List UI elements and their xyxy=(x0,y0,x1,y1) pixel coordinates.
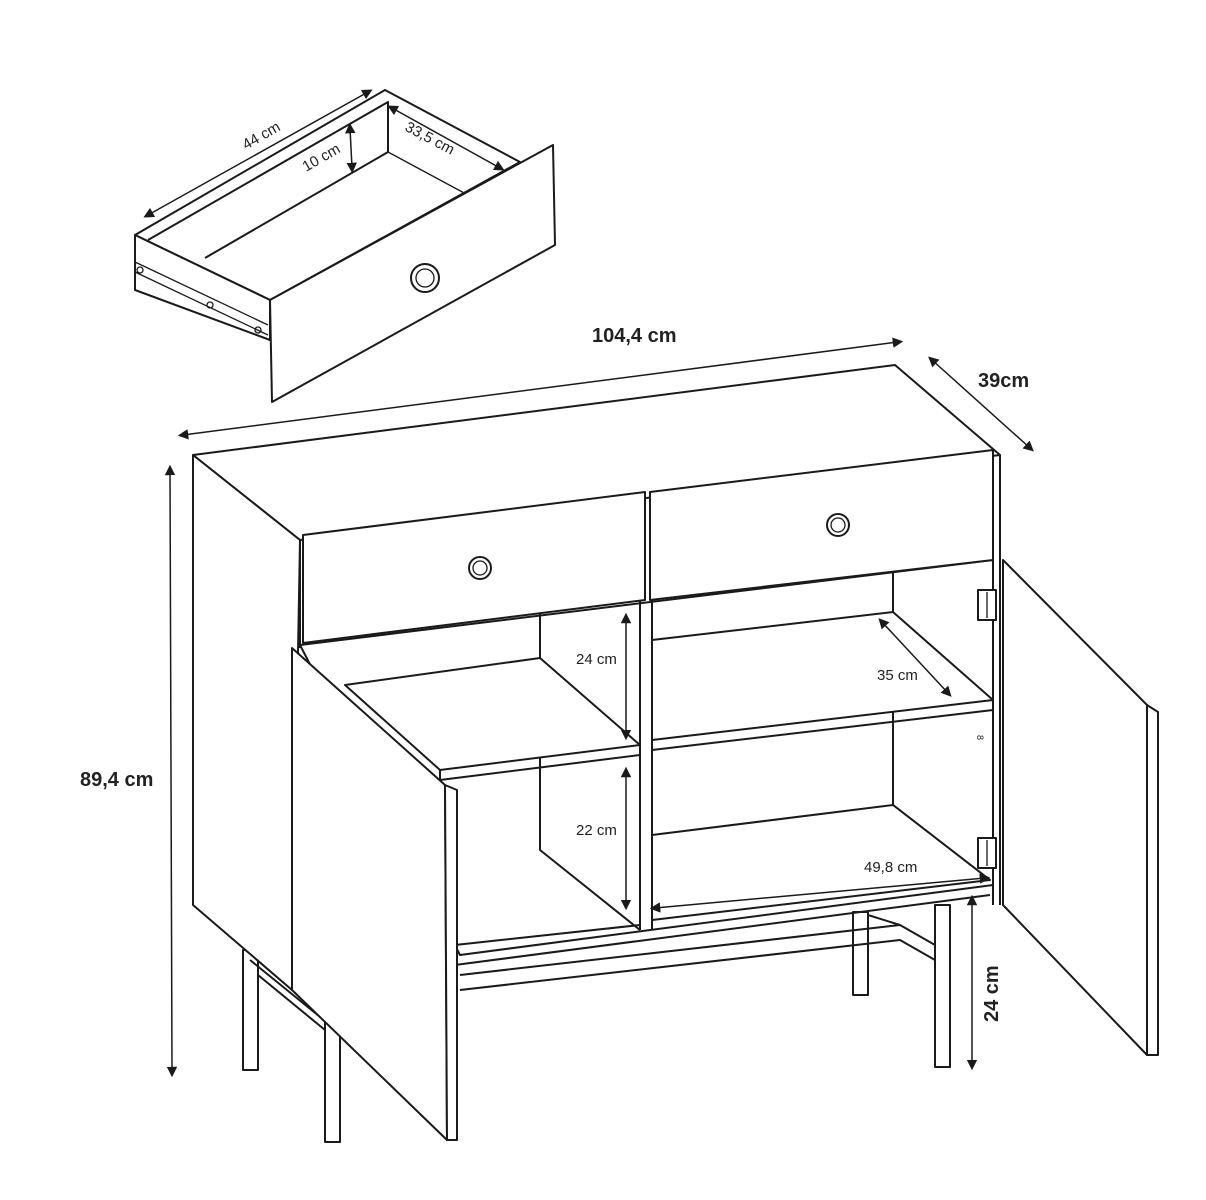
line-segment xyxy=(867,914,901,926)
drawer-height-arrow xyxy=(345,122,357,174)
upper-shelf-label: 24 cm xyxy=(576,651,617,668)
hinge-icon xyxy=(977,589,997,869)
drawer-drawing: 44 cm 10 cm 33,5 cm xyxy=(134,89,556,403)
width-arrow xyxy=(177,337,904,440)
right-door-edge xyxy=(1146,704,1159,1056)
legs xyxy=(242,904,951,1143)
line-segment xyxy=(651,709,994,751)
left-door-edge xyxy=(444,784,458,1141)
door-mark: 8 xyxy=(975,735,985,740)
line-segment xyxy=(257,974,326,1031)
line-segment xyxy=(206,301,214,309)
drawer-left-knob-icon xyxy=(468,556,492,580)
line-segment xyxy=(934,904,951,1068)
drawer-width-arrow xyxy=(387,105,505,171)
line-segment xyxy=(472,560,488,576)
cabinet-drawing: 8 xyxy=(192,364,1159,1143)
height-arrow xyxy=(164,464,178,1078)
drawer-knob-icon xyxy=(410,263,440,293)
line-segment xyxy=(324,1019,341,1143)
line-segment xyxy=(134,271,269,336)
shelf-depth-label: 35 cm xyxy=(877,667,918,684)
height-label: 89,4 cm xyxy=(80,769,153,791)
drawer-right-front xyxy=(649,449,994,601)
line-segment xyxy=(830,517,846,533)
inner-width-label: 49,8 cm xyxy=(864,859,917,876)
line-segment xyxy=(415,268,435,288)
line-segment xyxy=(136,266,144,274)
shelf-depth-arrow xyxy=(878,618,952,697)
cabinet-left-side xyxy=(192,454,301,991)
line-segment xyxy=(459,939,936,991)
line-segment xyxy=(852,911,869,996)
line-segment xyxy=(439,754,641,781)
shelf-left xyxy=(344,657,641,771)
drawer-length-arrow xyxy=(143,89,373,218)
line-segment xyxy=(134,261,269,326)
drawer-right-knob-icon xyxy=(826,513,850,537)
depth-label: 39cm xyxy=(978,370,1029,392)
drawer-left-front xyxy=(302,491,646,644)
line-segment xyxy=(242,949,259,1071)
depth-arrow xyxy=(928,356,1034,452)
drawer-length-label: 44 cm xyxy=(240,118,284,153)
line-segment xyxy=(454,924,641,946)
right-door xyxy=(1002,559,1148,1056)
cabinet-dimensions: 104,4 cm 39cm 89,4 cm 24 cm 22 cm 35 cm … xyxy=(80,325,1034,1078)
width-label: 104,4 cm xyxy=(592,325,677,347)
leg-height-label: 24 cm xyxy=(981,965,1003,1022)
line-segment xyxy=(254,326,262,334)
lower-shelf-label: 22 cm xyxy=(576,822,617,839)
inner-width-arrow xyxy=(649,873,991,913)
